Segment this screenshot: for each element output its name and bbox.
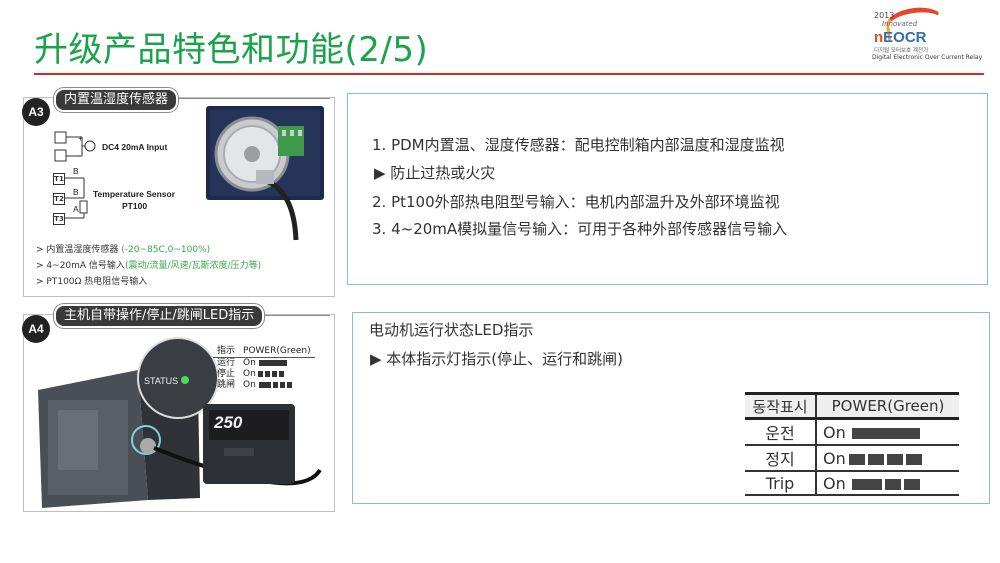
terminal-t3: T3 — [53, 213, 65, 225]
led-row-run: 운전 On — [745, 418, 959, 446]
temp-sensor-label: Temperature Sensor — [93, 189, 176, 199]
a4-header-indicate: 指示 — [213, 346, 240, 358]
a4-led-table: 동작표시 POWER(Green) 운전 On 정지 On Trip On — [745, 392, 959, 496]
info-a4-line: ▶ 本体指示灯指示(停止、运行和跳闸) — [370, 350, 624, 368]
logo-year: 2013 — [874, 11, 895, 20]
b2-label: B — [73, 187, 79, 197]
a3-bullet-1: > 内置温湿度传感器 (-20~85C,0~100%) — [36, 245, 211, 255]
led-row-stop: 정지 On — [745, 445, 959, 472]
terminal-t1: T1 — [53, 173, 65, 185]
logo-award: Innovated — [882, 20, 918, 28]
b1-label: B — [73, 166, 79, 176]
info-a3-line-1: 1. PDM内置温、湿度传感器：配电控制箱内部温度和湿度监视 — [372, 136, 785, 154]
panel-a4-badge: A4 — [22, 315, 50, 343]
a4-header-power: POWER(Green) — [239, 346, 315, 358]
relay-device-image — [38, 337, 322, 508]
a4-row-trip: 跳闸 On — [213, 380, 315, 391]
led-header-power: POWER(Green) — [816, 392, 959, 420]
led-header-action: 동작표시 — [745, 392, 817, 420]
info-a3-line-2: ▶ 防止过热或火灾 — [374, 164, 496, 182]
panel-a3-badge: A3 — [22, 98, 50, 126]
info-a3-line-4: 3. 4~20mA模拟量信号输入：可用于各种外部传感器信号输入 — [372, 220, 788, 238]
led-row-trip: Trip On — [745, 471, 959, 496]
info-a4-heading: 电动机运行状态LED指示 — [369, 321, 534, 339]
wiring-diagram — [54, 131, 96, 219]
dc-input-label: DC4 20mA Input — [102, 142, 168, 152]
panel-a3-tab: 内置温湿度传感器 — [54, 88, 179, 112]
a-label: A — [73, 204, 79, 214]
title-divider — [34, 73, 984, 75]
a4-row-run: 运行 On — [213, 358, 315, 370]
terminal-t2: T2 — [53, 193, 65, 205]
a4-row-stop: 停止 On — [213, 369, 315, 380]
display-value: 250 — [214, 413, 243, 432]
humidity-sensor-image — [206, 106, 324, 241]
neocr-logo: 2013 Innovated nEOCR 디지털 모터보호 계전기 Digita… — [872, 4, 984, 62]
status-label: STATUS — [144, 376, 179, 386]
minus-sign: - — [78, 150, 81, 160]
plus-sign: + — [78, 133, 83, 143]
logo-brand: nEOCR — [874, 29, 927, 46]
pt100-label: PT100 — [122, 201, 148, 211]
a3-bullet-2: > 4~20mA 信号输入(震动/流量/风速/瓦斯浓度/压力等) — [36, 261, 262, 271]
logo-korean: 디지털 모터보호 계전기 — [874, 48, 929, 54]
a4-status-table: 指示 POWER(Green) 运行 On 停止 On 跳闸 On — [213, 346, 315, 391]
a3-bullet-3: > PT100Ω 热电阻信号输入 — [36, 277, 148, 287]
info-a3-line-3: 2. Pt100外部热电阻型号输入：电机内部温升及外部环境监视 — [372, 193, 780, 211]
logo-subtitle: Digital Electronic Over Current Relay — [872, 54, 983, 61]
panel-a4-tab: 主机自带操作/停止/跳闸LED指示 — [54, 304, 265, 328]
slide-title: 升级产品特色和功能(2/5) — [34, 30, 429, 70]
info-box-a3 — [347, 93, 988, 285]
